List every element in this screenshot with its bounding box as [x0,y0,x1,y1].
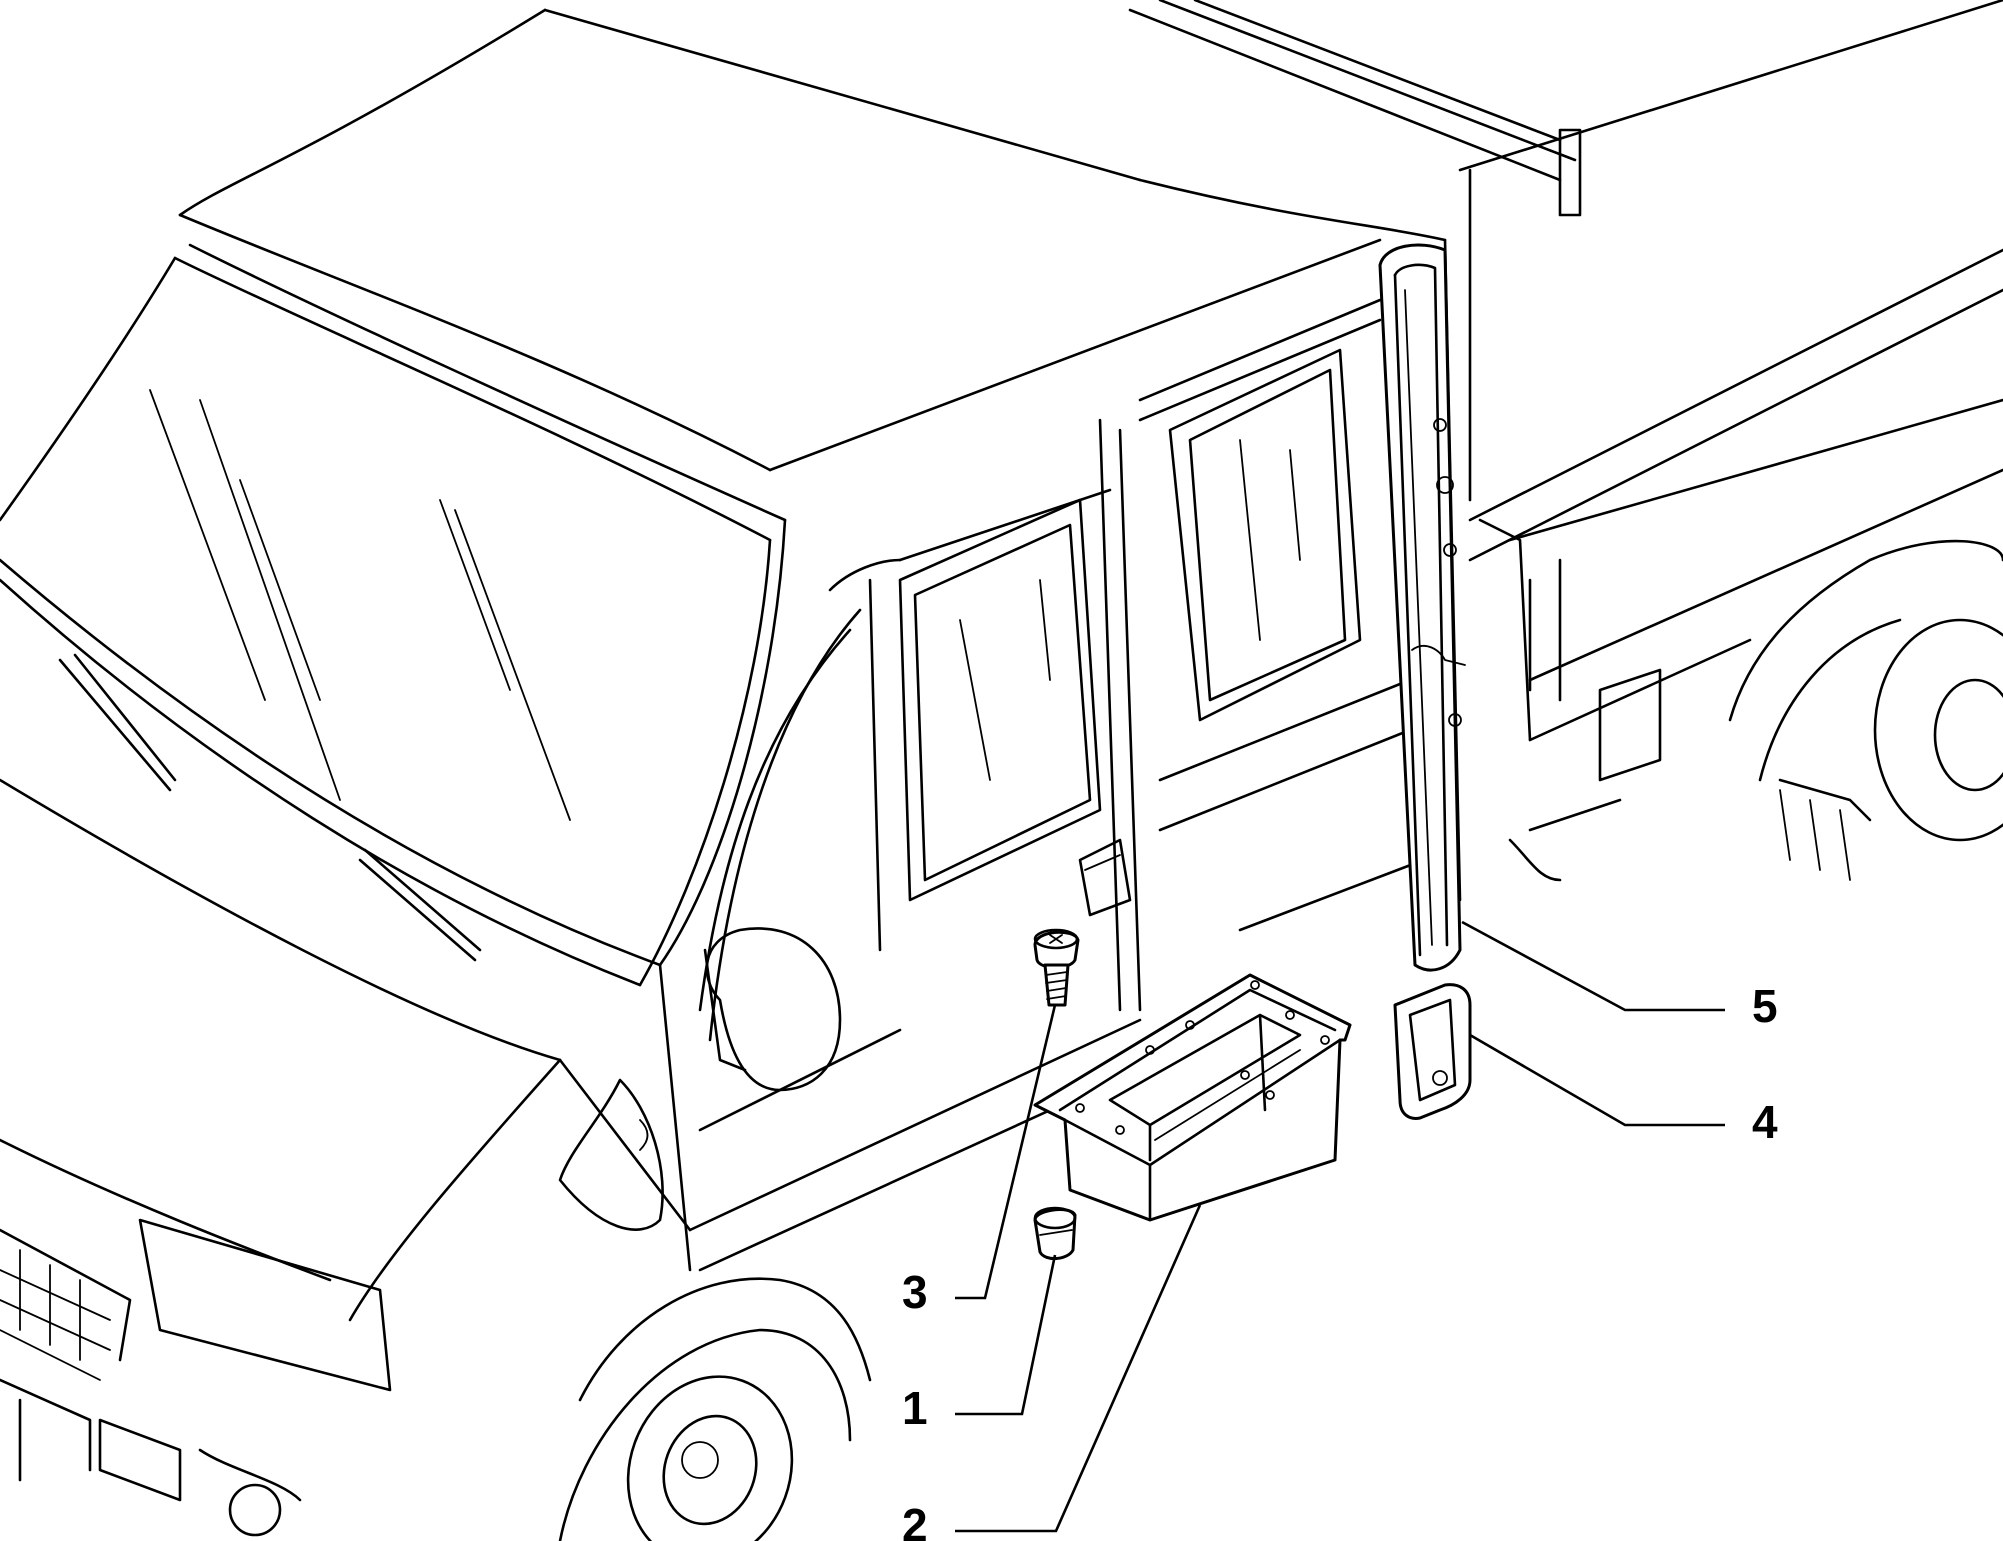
leader-line-3 [955,1004,1057,1300]
leader-line-1 [955,1254,1057,1416]
callout-2: 2 [902,1499,928,1541]
part-1-clip [1033,1206,1077,1260]
part-3-screw [1033,928,1080,1007]
leader-line-5 [1461,920,1725,1012]
part-5-pillar-trim [1378,243,1466,972]
leader-line-4 [1469,1033,1725,1127]
part-4-trim-cover [1393,983,1472,1120]
callout-labels: 5 4 3 1 2 [902,980,1778,1541]
callout-5: 5 [1752,980,1778,1032]
part-2-storage-tray [1033,973,1352,1222]
leader-lines [955,920,1725,1533]
callout-1: 1 [902,1382,928,1434]
callout-4: 4 [1752,1096,1778,1148]
callout-3: 3 [902,1266,928,1318]
leader-line-2 [955,1204,1202,1533]
